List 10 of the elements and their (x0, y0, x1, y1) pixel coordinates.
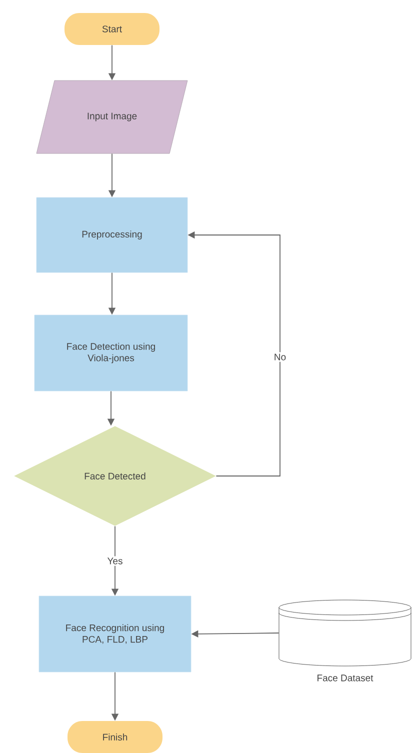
start-terminal: Start (64, 13, 160, 45)
process-box: Face Recognition using PCA, FLD, LBP (38, 596, 192, 672)
edge-label: No (272, 352, 288, 362)
finish-terminal: Finish (68, 721, 162, 753)
process-box: Face Detection using Viola-jones (34, 314, 188, 392)
process-box: Preprocessing (36, 197, 188, 273)
database-cylinder (278, 600, 412, 666)
input-parallelogram: Input Image (36, 80, 188, 154)
edge-label: Yes (106, 556, 124, 566)
node-caption: Face Dataset (318, 674, 374, 682)
